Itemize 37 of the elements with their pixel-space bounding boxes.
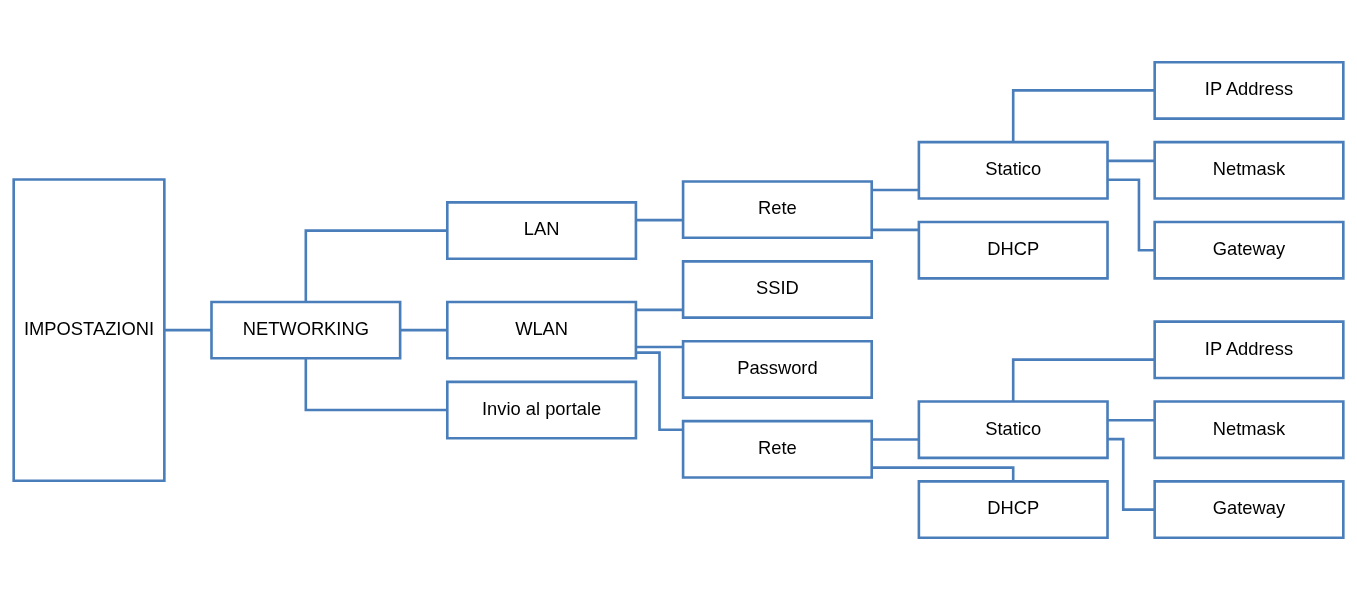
connector <box>1107 178 1155 252</box>
connector <box>164 328 212 332</box>
node-box: Password <box>681 339 874 399</box>
connector <box>871 188 919 192</box>
connector <box>636 351 683 431</box>
node-box: WLAN <box>446 300 638 360</box>
node-box: DHCP <box>917 220 1109 280</box>
connector <box>1107 437 1155 511</box>
connector <box>636 218 683 222</box>
connector <box>304 358 448 412</box>
node-box: NETWORKING <box>210 300 402 360</box>
node-box: Gateway <box>1153 480 1345 540</box>
node-box: Statico <box>917 400 1109 460</box>
node-box: Statico <box>917 140 1109 200</box>
connector <box>1011 358 1155 402</box>
connector <box>1107 419 1155 422</box>
connector <box>1107 159 1155 163</box>
connector <box>871 228 919 232</box>
connector <box>400 328 448 332</box>
connector <box>636 345 683 349</box>
node-box: IMPOSTAZIONI <box>12 178 166 483</box>
connector <box>1011 89 1155 142</box>
node-box: Netmask <box>1153 400 1345 460</box>
node-box: IP Address <box>1153 320 1345 380</box>
connector <box>304 229 448 302</box>
node-box: Rete <box>681 419 874 479</box>
node-box: IP Address <box>1153 60 1345 120</box>
node-box: DHCP <box>917 480 1109 540</box>
node-box: SSID <box>681 260 874 319</box>
connector <box>636 308 683 312</box>
node-box: Gateway <box>1153 220 1345 280</box>
node-box: Rete <box>681 180 874 240</box>
connector <box>871 466 1015 482</box>
node-box: LAN <box>446 201 638 261</box>
connector <box>871 438 919 441</box>
node-box: Netmask <box>1153 140 1345 200</box>
node-box: Invio al portale <box>446 380 638 440</box>
